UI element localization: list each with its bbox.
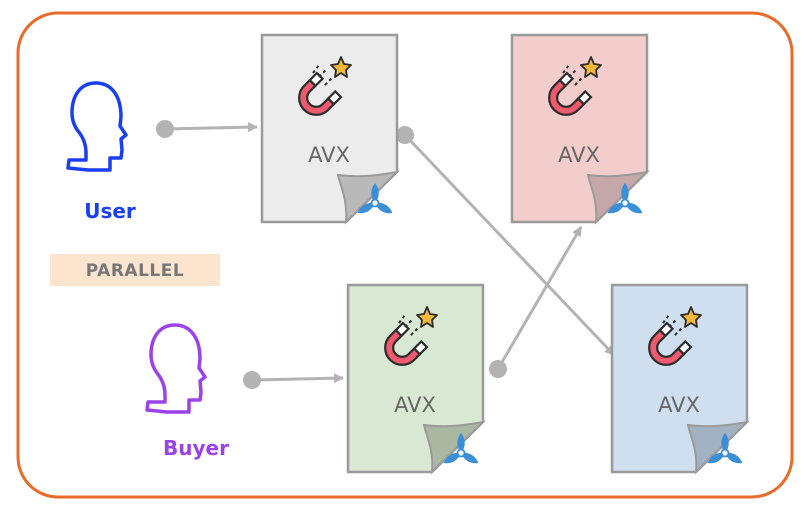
document-curl — [686, 420, 751, 475]
user-head-icon — [66, 81, 128, 172]
parallel-badge-bg — [50, 254, 220, 286]
document-curl — [336, 170, 401, 225]
connector-buyer-to-doc — [243, 371, 344, 389]
parallel-badge: PARALLEL — [50, 254, 220, 286]
buyer-head-icon — [145, 323, 207, 414]
document-bottom-middle: AVX — [346, 283, 487, 475]
connector-user-to-doc — [156, 120, 258, 138]
buyer-label: Buyer — [163, 436, 229, 460]
document-curl — [586, 170, 651, 225]
document-label: AVX — [558, 143, 600, 167]
actor-buyer: Buyer — [145, 323, 229, 460]
document-label: AVX — [394, 393, 436, 417]
connector-doc-bottom-middle-to-doc-top-right — [489, 226, 583, 378]
document-top-right: AVX — [510, 33, 651, 225]
user-label: User — [84, 199, 136, 223]
document-label: AVX — [308, 143, 350, 167]
document-bottom-right: AVX — [610, 283, 751, 475]
parallel-badge-label: PARALLEL — [86, 261, 184, 281]
connections — [156, 120, 616, 389]
document-top-left: AVX — [260, 33, 401, 225]
document-label: AVX — [658, 393, 700, 417]
connector-doc-top-left-to-doc-bottom-right — [396, 126, 616, 357]
document-curl — [422, 420, 487, 475]
actor-user: User — [66, 81, 136, 223]
